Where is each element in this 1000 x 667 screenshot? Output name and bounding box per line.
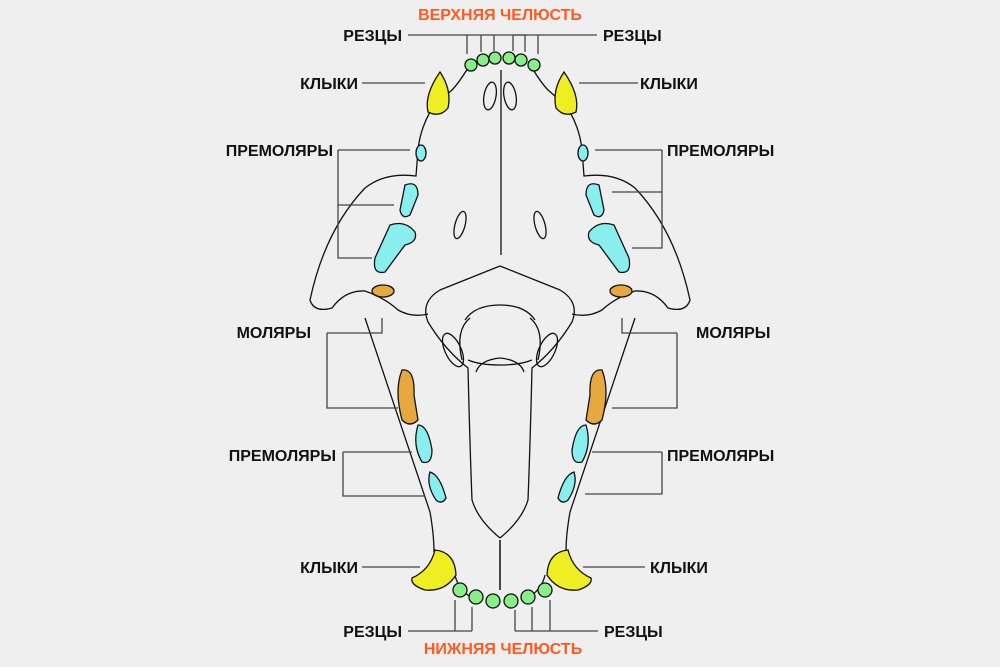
skull-outline bbox=[309, 67, 691, 600]
upper-incisors bbox=[464, 51, 541, 72]
premolars bbox=[373, 144, 631, 503]
label-lower-canines-left: КЛЫКИ bbox=[300, 560, 358, 577]
label-lower-premolars-right: ПРЕМОЛЯРЫ bbox=[667, 448, 774, 465]
label-molars-right: МОЛЯРЫ bbox=[696, 325, 770, 342]
label-upper-canines-left: КЛЫКИ bbox=[300, 76, 358, 93]
label-upper-premolars-left: ПРЕМОЛЯРЫ bbox=[226, 143, 333, 160]
lower-jaw-title: НИЖНЯЯ ЧЕЛЮСТЬ bbox=[424, 641, 582, 658]
label-lower-incisors-right: РЕЗЦЫ bbox=[604, 624, 663, 641]
label-lower-canines-right: КЛЫКИ bbox=[650, 560, 708, 577]
label-lower-incisors-left: РЕЗЦЫ bbox=[343, 624, 402, 641]
label-upper-incisors-left: РЕЗЦЫ bbox=[343, 28, 402, 45]
label-upper-incisors-right: РЕЗЦЫ bbox=[603, 28, 662, 45]
lower-incisors bbox=[452, 582, 553, 609]
leader-lines bbox=[326, 34, 678, 632]
canines bbox=[411, 70, 592, 591]
label-lower-premolars-left: ПРЕМОЛЯРЫ bbox=[229, 448, 336, 465]
label-upper-premolars-right: ПРЕМОЛЯРЫ bbox=[667, 143, 774, 160]
label-molars-left: МОЛЯРЫ bbox=[237, 325, 311, 342]
incisor-icon bbox=[464, 58, 478, 72]
molars bbox=[371, 284, 633, 425]
labels: РЕЗЦЫ РЕЗЦЫ КЛЫКИ КЛЫКИ ПРЕМОЛЯРЫ ПРЕМОЛ… bbox=[226, 28, 775, 641]
label-upper-canines-right: КЛЫКИ bbox=[640, 76, 698, 93]
upper-jaw-title: ВЕРХНЯЯ ЧЕЛЮСТЬ bbox=[418, 7, 582, 24]
